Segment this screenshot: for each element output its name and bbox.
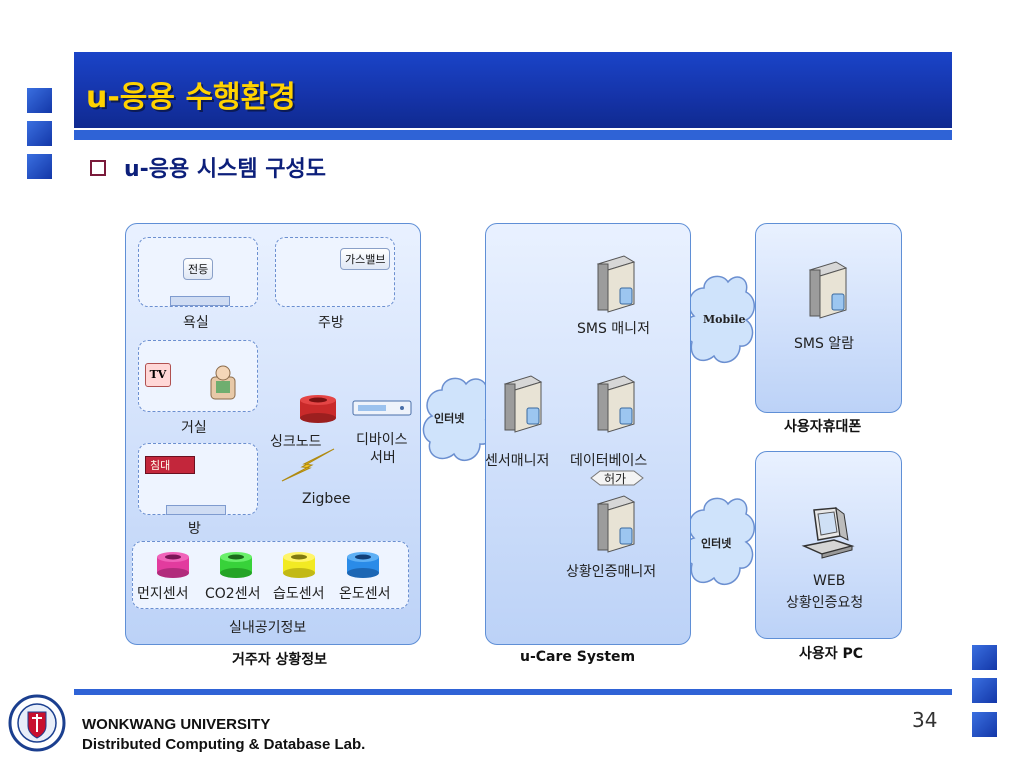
tv-icon: TV: [145, 363, 171, 387]
pc-caption: 사용자 PC: [799, 646, 864, 662]
title-bar: [74, 52, 952, 128]
co2-sensor-icon: [218, 551, 254, 579]
residence-caption: 거주자 상황정보: [232, 652, 328, 668]
university-name: WONKWANG UNIVERSITY: [82, 716, 271, 733]
sms-alert-server-icon: [806, 260, 850, 320]
sms-manager-label: SMS 매니저: [577, 321, 650, 337]
sms-manager-server-icon: [594, 254, 638, 314]
room-box: [138, 443, 258, 515]
light-label: 전등: [183, 258, 214, 280]
university-logo-icon: [8, 694, 66, 752]
phone-panel: [755, 223, 902, 413]
indoor-air-label: 실내공기정보: [229, 620, 307, 636]
bathroom-label: 욕실: [183, 315, 209, 331]
co2-sensor-label: CO2센서: [205, 586, 261, 602]
sensor-manager-label: 센서매니저: [485, 453, 550, 469]
temperature-sensor-label: 온도센서: [339, 586, 391, 602]
deco-square: [27, 154, 52, 179]
web-label: WEB: [813, 573, 846, 589]
title-underline: [74, 130, 952, 140]
device-server-icon: [352, 400, 412, 416]
room-label: 방: [188, 521, 201, 537]
sink-node-label: 싱크노드: [270, 434, 322, 450]
pc-computer-icon: [800, 506, 856, 562]
zigbee-label: Zigbee: [302, 491, 351, 507]
database-label: 데이터베이스: [570, 453, 648, 469]
bed-base-shape: [166, 505, 226, 515]
footer-line: [74, 689, 952, 695]
slide-title: u-응용 수행환경: [86, 80, 296, 115]
deco-square: [972, 645, 997, 670]
deco-square: [972, 712, 997, 737]
internet-label-left: 인터넷: [434, 412, 465, 425]
database-server-icon: [594, 374, 638, 434]
gas-valve-label: 가스밸브: [340, 248, 391, 270]
deco-square: [27, 121, 52, 146]
phone-caption: 사용자휴대폰: [784, 419, 862, 435]
sensor-manager-server-icon: [501, 374, 545, 434]
humidity-sensor-icon: [281, 551, 317, 579]
temperature-sensor-icon: [345, 551, 381, 579]
device-server-label-2: 서버: [370, 450, 396, 466]
permission-arrow-icon: [590, 470, 644, 486]
deco-square: [972, 678, 997, 703]
auth-manager-server-icon: [594, 494, 638, 554]
dust-sensor-icon: [155, 551, 191, 579]
internet-label-right: 인터넷: [701, 537, 732, 550]
humidity-sensor-label: 습도센서: [273, 586, 325, 602]
internet-cloud-left: [422, 370, 498, 470]
sink-node-icon: [298, 394, 338, 424]
slide-subtitle: u-응용 시스템 구성도: [124, 157, 327, 182]
sms-alert-label: SMS 알람: [794, 336, 855, 352]
page-number: 34: [912, 708, 938, 732]
device-server-label-1: 디바이스: [356, 432, 408, 448]
dust-sensor-label: 먼지센서: [137, 586, 189, 602]
bed-icon: 침대: [145, 456, 195, 474]
zigbee-bolt-icon: [280, 448, 336, 482]
ucare-panel: [485, 223, 691, 645]
kitchen-label: 주방: [318, 315, 344, 331]
mobile-label: Mobile: [703, 313, 746, 326]
deco-square: [27, 88, 52, 113]
ucare-caption: u-Care System: [520, 649, 636, 665]
auth-request-label: 상황인증요청: [786, 595, 864, 611]
auth-manager-label: 상황인증매니저: [566, 564, 657, 580]
bathtub-shape: [170, 296, 230, 306]
elderly-person-icon: [208, 363, 238, 401]
lab-name: Distributed Computing & Database Lab.: [82, 736, 366, 753]
living-room-label: 거실: [181, 420, 207, 436]
bullet-icon: [90, 160, 106, 176]
permission-label: 허가: [604, 472, 627, 486]
